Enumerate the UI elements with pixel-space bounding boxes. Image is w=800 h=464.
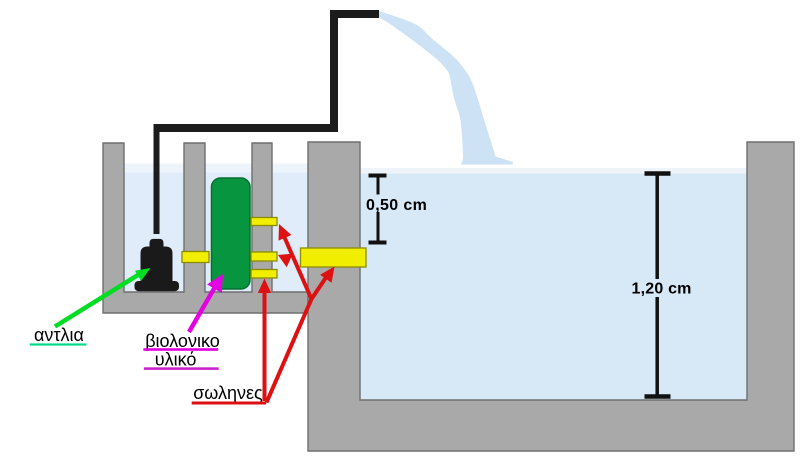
svg-text:υλικό: υλικό	[155, 350, 197, 370]
svg-text:αντλια: αντλια	[34, 325, 84, 345]
svg-text:1,20 cm: 1,20 cm	[632, 281, 692, 298]
svg-text:βιολονικο: βιολονικο	[145, 331, 220, 351]
svg-text:0,50 cm: 0,50 cm	[366, 197, 427, 214]
svg-text:σωληνες: σωληνες	[193, 383, 263, 403]
